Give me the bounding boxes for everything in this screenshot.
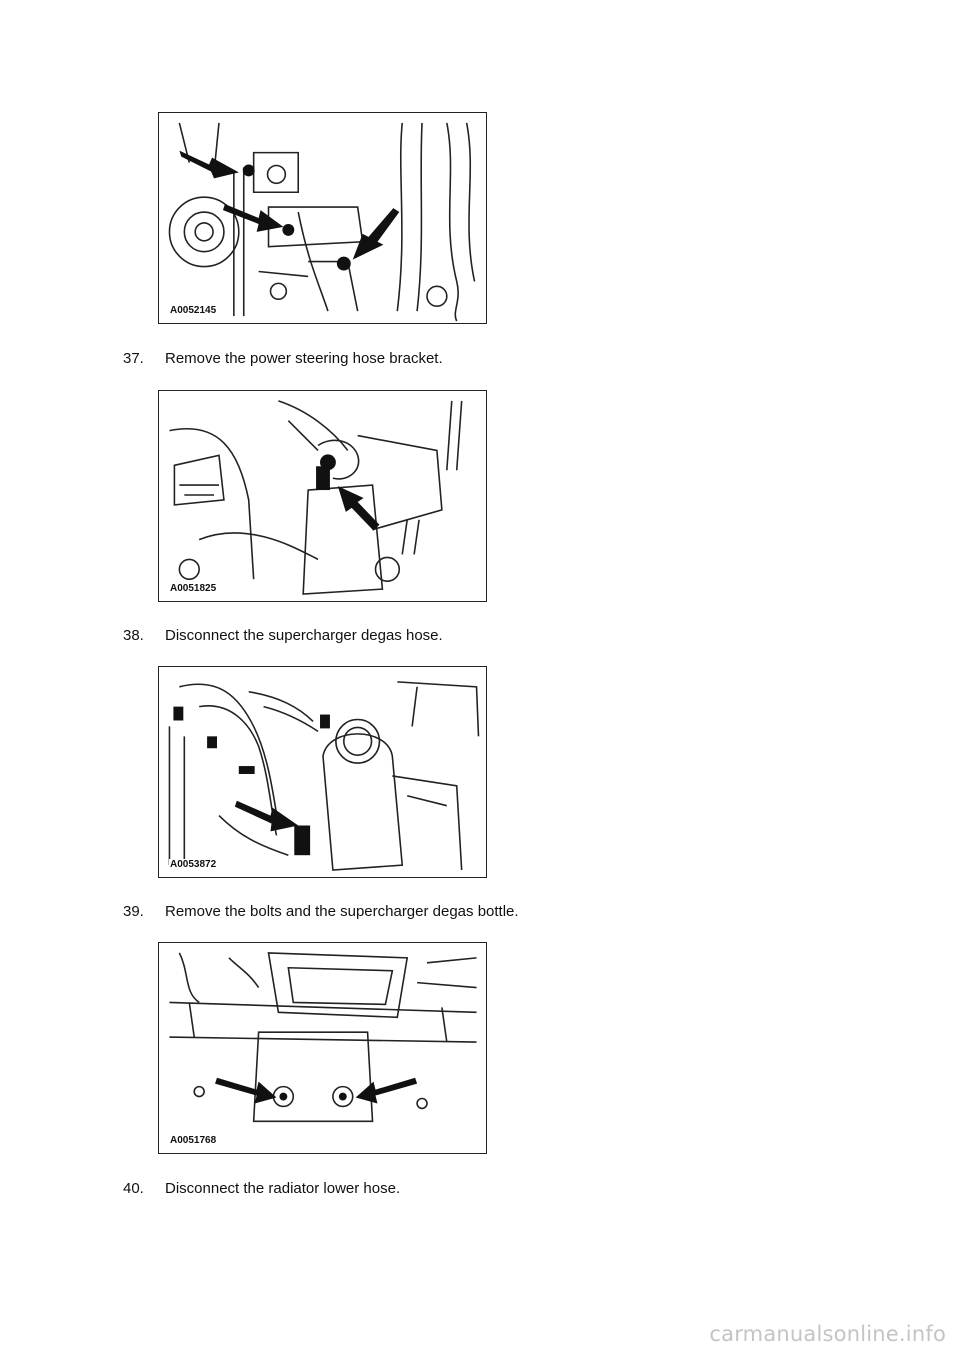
- figure-id: A0053872: [169, 859, 218, 870]
- step-text: Disconnect the supercharger degas hose.: [165, 627, 443, 644]
- figure-id: A0051768: [169, 1135, 218, 1146]
- line-drawing: [168, 122, 476, 322]
- step-text: Disconnect the radiator lower hose.: [165, 1180, 401, 1197]
- line-drawing: [169, 952, 477, 1123]
- figure-id: A0052145: [169, 305, 218, 316]
- figure-supercharger-degas-hose: A0051825: [158, 390, 487, 602]
- step-number: 37.: [123, 350, 144, 367]
- watermark: carmanualsonline.info: [709, 1322, 946, 1346]
- step-number: 39.: [123, 903, 144, 920]
- figure-radiator-lower-hose: A0051768: [158, 942, 487, 1154]
- line-drawing: [169, 400, 463, 595]
- line-drawing: [168, 681, 480, 871]
- figure-id: A0051825: [169, 583, 218, 594]
- step-text: Remove the power steering hose bracket.: [165, 350, 443, 367]
- step-number: 38.: [123, 627, 144, 644]
- figure-supercharger-degas-bottle: A0053872: [158, 666, 487, 878]
- figure-power-steering-bracket: A0052145: [158, 112, 487, 324]
- step-text: Remove the bolts and the supercharger de…: [165, 903, 519, 920]
- step-number: 40.: [123, 1180, 144, 1197]
